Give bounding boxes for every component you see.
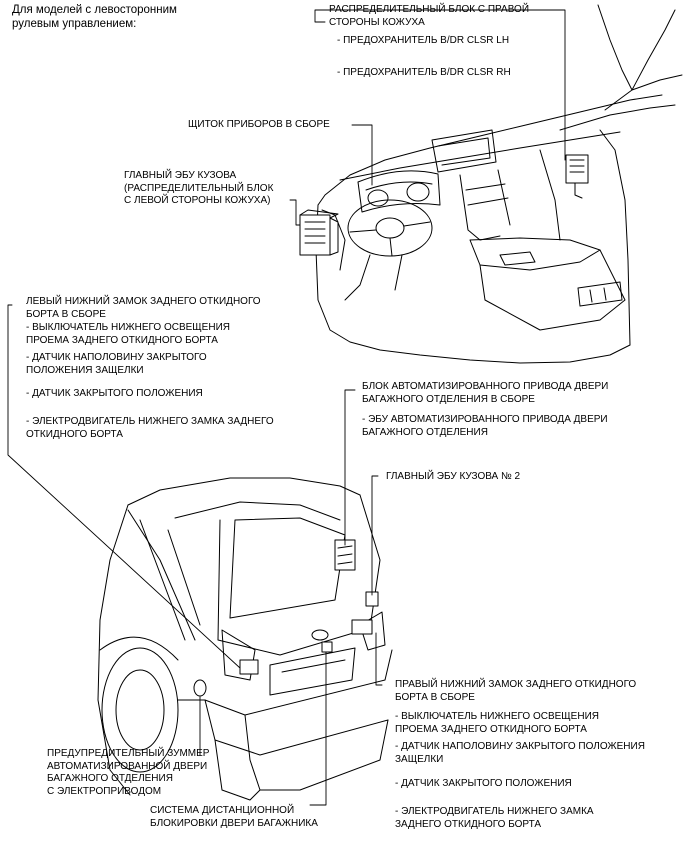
label-power-back-door-ecu: - ЭБУ АВТОМАТИЗИРОВАННОГО ПРИВОДА ДВЕРИ … [362, 414, 608, 438]
label-right-lock-courtesy-switch: - ВЫКЛЮЧАТЕЛЬ НИЖНЕГО ОСВЕЩЕНИЯ ПРОЕМА З… [395, 711, 599, 735]
label-right-lock-motor: - ЭЛЕКТРОДВИГАТЕЛЬ НИЖНЕГО ЗАМКА ЗАДНЕГО… [395, 806, 594, 830]
label-left-lock-half-latch-sensor: - ДАТЧИК НАПОЛОВИНУ ЗАКРЫТОГО ПОЛОЖЕНИЯ … [26, 352, 207, 376]
label-power-back-door-unit: БЛОК АВТОМАТИЗИРОВАННОГО ПРИВОДА ДВЕРИ Б… [362, 381, 609, 405]
label-fuse-bdr-clsr-rh: - ПРЕДОХРАНИТЕЛЬ B/DR CLSR RH [337, 67, 511, 78]
dashboard-illustration [315, 4, 683, 364]
label-main-body-ecu-2: ГЛАВНЫЙ ЭБУ КУЗОВА № 2 [386, 471, 521, 482]
label-right-lock-half-latch-sensor: - ДАТЧИК НАПОЛОВИНУ ЗАКРЫТОГО ПОЛОЖЕНИЯ … [395, 741, 645, 765]
label-junction-block-right: РАСПРЕДЕЛИТЕЛЬНЫЙ БЛОК С ПРАВОЙ СТОРОНЫ … [329, 4, 530, 28]
label-left-lock-motor: - ЭЛЕКТРОДВИГАТЕЛЬ НИЖНЕГО ЗАМКА ЗАДНЕГО… [26, 416, 274, 440]
rear-vehicle-illustration [97, 477, 393, 801]
label-warning-buzzer: ПРЕДУПРЕДИТЕЛЬНЫЙ ЗУММЕР АВТОМАТИЗИРОВАН… [47, 748, 210, 797]
label-fuse-bdr-clsr-lh: - ПРЕДОХРАНИТЕЛЬ B/DR CLSR LH [337, 35, 510, 46]
main-body-ecu-component [299, 209, 339, 256]
label-instrument-panel: ЩИТОК ПРИБОРОВ В СБОРЕ [188, 119, 330, 130]
label-right-lock-full-latch-sensor: - ДАТЧИК ЗАКРЫТОГО ПОЛОЖЕНИЯ [395, 778, 572, 789]
label-left-lock-courtesy-switch: - ВЫКЛЮЧАТЕЛЬ НИЖНЕГО ОСВЕЩЕНИЯ ПРОЕМА З… [26, 322, 230, 346]
label-left-lower-lock: ЛЕВЫЙ НИЖНИЙ ЗАМОК ЗАДНЕГО ОТКИДНОГО БОР… [26, 296, 261, 320]
label-remote-lock-system: СИСТЕМА ДИСТАНЦИОННОЙ БЛОКИРОВКИ ДВЕРИ Б… [150, 805, 318, 829]
label-left-lock-full-latch-sensor: - ДАТЧИК ЗАКРЫТОГО ПОЛОЖЕНИЯ [26, 388, 203, 399]
leader-lines [7, 9, 566, 806]
page-title: Для моделей с левосторонним рулевым упра… [12, 4, 177, 30]
label-main-body-ecu: ГЛАВНЫЙ ЭБУ КУЗОВА (РАСПРЕДЕЛИТЕЛЬНЫЙ БЛ… [124, 170, 274, 206]
label-right-lower-lock: ПРАВЫЙ НИЖНИЙ ЗАМОК ЗАДНЕГО ОТКИДНОГО БО… [395, 679, 637, 703]
